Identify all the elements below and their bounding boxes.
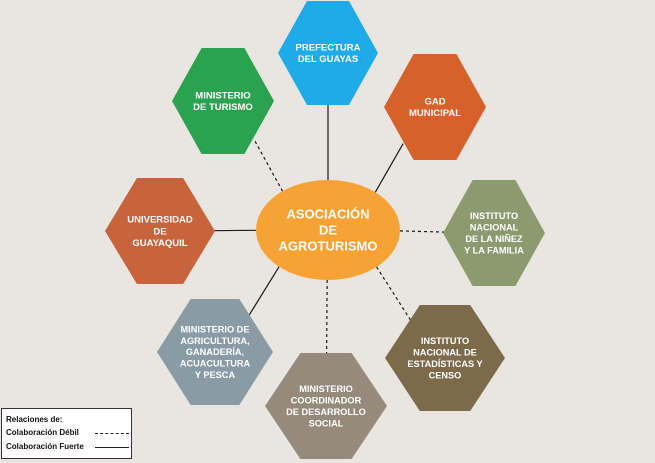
node-label-line: INSTITUTO bbox=[421, 336, 469, 346]
node-label-line: GUAYAQUIL bbox=[132, 238, 187, 249]
connector-lines bbox=[210, 100, 446, 356]
node-label-line: CENSO bbox=[429, 370, 462, 380]
legend: Relaciones de: Colaboración Débil Colabo… bbox=[1, 408, 132, 459]
node-label-line: GAD bbox=[424, 96, 445, 107]
connector-turismo-weak bbox=[253, 138, 284, 192]
node-label-line: DE bbox=[153, 226, 166, 237]
legend-weak-line bbox=[95, 433, 129, 434]
legend-title: Relaciones de: bbox=[6, 415, 63, 424]
hexagon-shape bbox=[105, 178, 215, 284]
node-label-line: ACUACULTURA bbox=[180, 359, 251, 369]
node-magap: MINISTERIO DE AGRICULTURA,GANADERÍA, ACUAC… bbox=[157, 299, 273, 405]
legend-weak-label: Colaboración Débil bbox=[6, 428, 79, 437]
connector-min-coordinador-weak bbox=[325, 279, 328, 356]
center-ellipse bbox=[256, 180, 400, 280]
hexagon-shape bbox=[278, 1, 378, 105]
connector-inec-weak bbox=[376, 266, 412, 322]
node-label-line: UNIVERSIDAD bbox=[127, 215, 193, 226]
connector-inst-ninez-weak bbox=[399, 230, 446, 233]
node-label-line: MUNICIPAL bbox=[409, 108, 461, 119]
hexagon-shape bbox=[265, 353, 387, 459]
node-label-line: SOCIAL bbox=[309, 418, 344, 428]
center-label-line: DE bbox=[319, 223, 337, 238]
hexagon-shape bbox=[443, 180, 545, 286]
center-label-line: AGROTURISMO bbox=[279, 239, 378, 254]
node-label-line: Y LA FAMILIA bbox=[464, 245, 524, 255]
hexagon-shape bbox=[157, 299, 273, 405]
legend-strong-label: Colaboración Fuerte bbox=[6, 442, 84, 451]
node-label-line: MINISTERIO bbox=[195, 90, 250, 101]
hexagon-shape bbox=[384, 54, 486, 160]
hexagon-shape bbox=[172, 48, 274, 154]
node-label-line: MINISTERIO DE bbox=[181, 324, 250, 334]
node-label-line: DE TURISMO bbox=[193, 102, 253, 113]
node-label-line: NACIONAL bbox=[470, 223, 519, 233]
node-label-line: Y PESCA bbox=[195, 370, 236, 380]
node-label-line: NACIONAL DE bbox=[413, 348, 477, 358]
node-label-line: PREFECTURA bbox=[296, 42, 361, 53]
node-label-line: DEL GUAYAS bbox=[298, 54, 358, 65]
node-label-line: GANADERÍA, bbox=[186, 346, 244, 357]
node-label-line: DE LA NIÑEZ bbox=[465, 234, 523, 244]
node-label-line: COORDINADOR bbox=[291, 396, 362, 406]
center-label-line: ASOCIACIÓN bbox=[286, 207, 369, 222]
node-label-line: MINISTERIO bbox=[299, 384, 353, 394]
node-label-line: AGRICULTURA, bbox=[180, 336, 249, 346]
connector-gad-strong bbox=[374, 143, 404, 193]
node-label-line: INSTITUTO bbox=[470, 211, 518, 221]
node-label-line: DE DESARROLLO bbox=[286, 407, 366, 417]
legend-strong-line bbox=[95, 447, 129, 448]
node-label-line: ESTADÍSTICAS Y bbox=[407, 358, 482, 369]
connector-magap-strong bbox=[248, 266, 280, 316]
hexagon-shape bbox=[385, 305, 505, 411]
